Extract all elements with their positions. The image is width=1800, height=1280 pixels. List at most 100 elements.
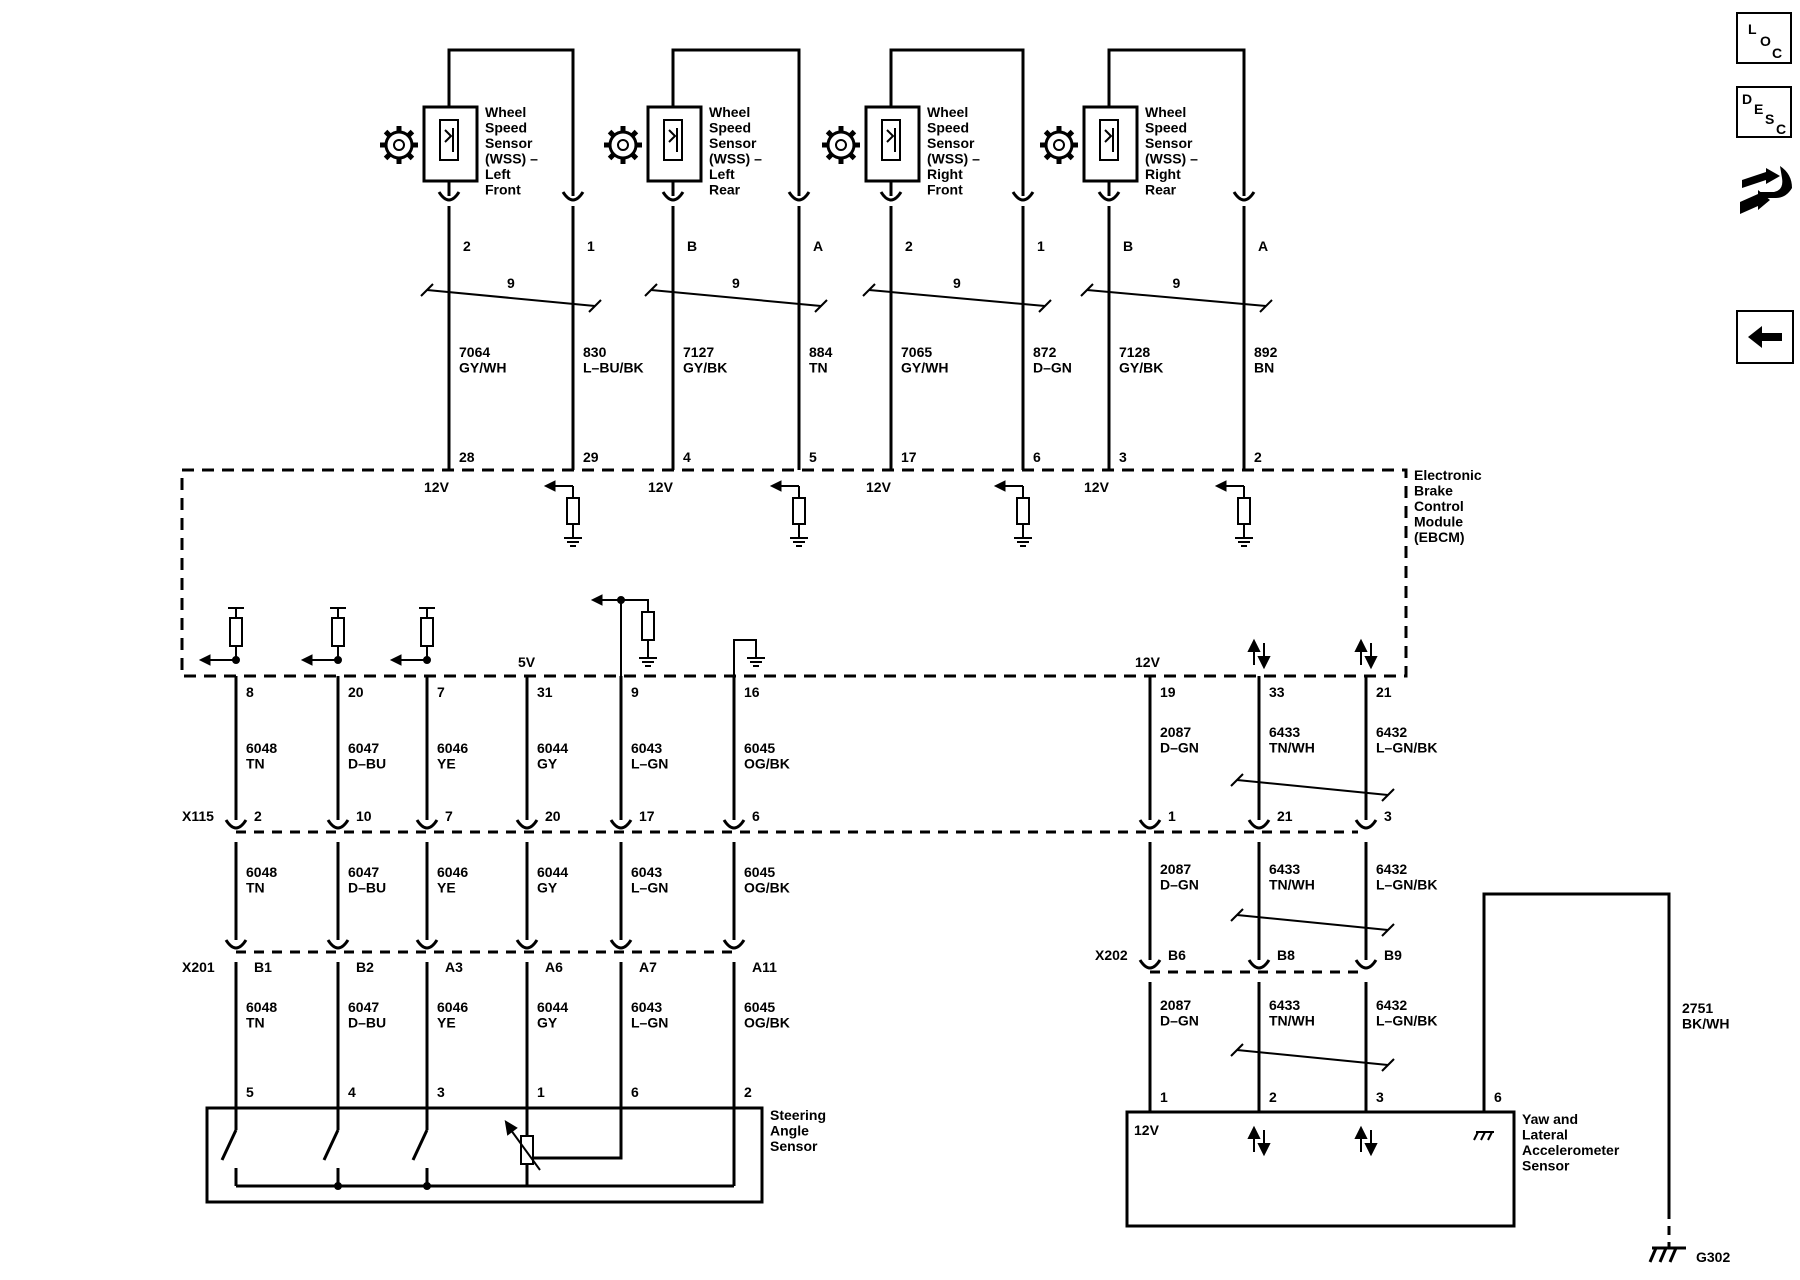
x201-pin-number: A6 (545, 959, 563, 975)
svg-text:E: E (1754, 101, 1763, 117)
x115-pin-number: 20 (545, 808, 561, 824)
connector-terminal (722, 939, 746, 950)
connector-terminal (1354, 959, 1378, 970)
connector-terminal (561, 191, 585, 202)
junction-dot (334, 1182, 342, 1190)
twisted-pair-mark (868, 289, 1046, 307)
svg-text:C: C (1772, 45, 1782, 61)
x115-pin-number: 17 (639, 808, 655, 824)
twisted-pair-tick (1230, 908, 1244, 922)
twisted-pair-mark (1236, 914, 1389, 931)
twisted-pair-mark (1236, 1049, 1389, 1066)
connector-terminal (879, 191, 903, 202)
gear-icon (1040, 126, 1078, 164)
x115-pin-number: 2 (254, 808, 262, 824)
sensor-pin-number: 3 (1376, 1089, 1384, 1105)
arrow-left-icon (590, 594, 603, 606)
sensor-pin-number: 4 (348, 1084, 356, 1100)
x202-label: X202 (1095, 947, 1128, 963)
twisted-pair-tick (1259, 299, 1273, 313)
twisted-pair-tick (1381, 923, 1395, 937)
arrow-left-icon (769, 480, 782, 492)
x115-pin-number: 10 (356, 808, 372, 824)
procedure-button[interactable] (1736, 158, 1796, 218)
ebcm-12v-label: 12V (1135, 654, 1161, 670)
back-button[interactable] (1736, 310, 1794, 364)
internal-wire (602, 599, 649, 612)
arrow-up-icon (1354, 638, 1368, 652)
connector-terminal (1354, 819, 1378, 830)
connector-terminal (609, 819, 633, 830)
arrow-down-icon (1364, 656, 1378, 670)
sensor-pin-number: 1 (1037, 238, 1045, 254)
x115-label: X115 (182, 808, 214, 824)
sensor-pin-number: A (813, 238, 823, 254)
internal-wire (733, 639, 757, 676)
ebcm-pin-number: 33 (1269, 684, 1285, 700)
ebcm-voltage-label: 12V (1084, 479, 1110, 495)
sensor-pin-number: 6 (631, 1084, 639, 1100)
junction-dot (232, 656, 240, 664)
x201-label: X201 (182, 959, 215, 975)
twisted-pair-tick (862, 283, 876, 297)
description-button[interactable]: D E S C (1736, 86, 1792, 138)
sensor-pin-number: 2 (1269, 1089, 1277, 1105)
x201-pin-number: B2 (356, 959, 374, 975)
arrow-left-icon (389, 654, 402, 666)
resistor (331, 617, 345, 647)
ebcm-voltage-label: 12V (648, 479, 674, 495)
ebcm-pin-number: 17 (901, 449, 917, 465)
location-button[interactable]: L O C (1736, 12, 1792, 64)
resistor (1016, 497, 1030, 525)
connector-terminal (437, 191, 461, 202)
ebcm-pin-number: 21 (1376, 684, 1392, 700)
junction-dot (423, 1182, 431, 1190)
ebcm-pin-number: 29 (583, 449, 599, 465)
x115-pin-number: 7 (445, 808, 453, 824)
twisted-pair-tick (644, 283, 658, 297)
x201-pin-number: A3 (445, 959, 463, 975)
potentiometer (520, 1135, 534, 1165)
sensor-coil (663, 119, 683, 161)
arrow-down-icon (1257, 656, 1271, 670)
ebcm-pin-number: 16 (744, 684, 760, 700)
arrow-up-icon (1247, 1125, 1261, 1139)
connector-terminal (609, 939, 633, 950)
x115-pin-number: 21 (1277, 808, 1293, 824)
ebcm-pin-number: 31 (537, 684, 553, 700)
connector-terminal (1097, 191, 1121, 202)
connector-terminal (1232, 191, 1256, 202)
twisted-pair-tick (588, 299, 602, 313)
twisted-pair-tick (1080, 283, 1094, 297)
connector-terminal (1247, 959, 1271, 970)
yaw-sensor-box (1125, 1110, 1516, 1228)
sensor-loop-wire (447, 48, 575, 196)
connector-terminal (415, 819, 439, 830)
sensor-coil (881, 119, 901, 161)
sensor-symbol (444, 128, 454, 152)
sensor-symbol (1104, 128, 1114, 152)
sensor-loop-wire (1107, 48, 1246, 196)
